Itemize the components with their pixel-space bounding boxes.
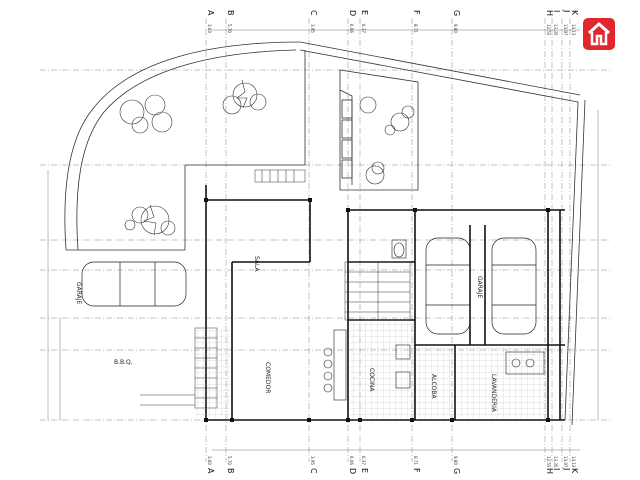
axis-dim-bottom-a: 3.60: [207, 456, 212, 465]
room-label-garaje-right: GARAJE: [476, 276, 483, 299]
trees: [119, 79, 415, 236]
axis-label-bottom-j: J: [562, 467, 571, 470]
axis-dim-top-d: 6.06: [349, 24, 354, 33]
axis-label-g: G: [452, 10, 461, 16]
tile-floors: [196, 322, 547, 418]
axis-dim-top-j: 13.97: [563, 24, 568, 36]
axis-label-b: B: [226, 10, 235, 16]
axis-label-a: A: [206, 10, 215, 16]
room-label-garaje-left: GARAJE: [75, 282, 82, 305]
axis-label-bottom-h: H: [545, 468, 554, 474]
lot-boundary: [64, 41, 586, 426]
dimension-lines: [47, 29, 599, 451]
room-label-alcoba: ALCOBA: [430, 374, 437, 399]
axis-labels-top: A 3.60 B 5.70 C 3.95 D 6.06 E 6.37 F 8.71 G 9.80 H 12.5…: [206, 9, 579, 36]
axis-label-bottom-c: C: [309, 468, 318, 474]
axis-label-e: E: [360, 10, 369, 15]
axis-label-f: F: [412, 10, 421, 15]
axis-labels-bottom: 3.60A 5.70B 3.95C 6.06D 6.37E 8.71F 9.80G 12.55…: [206, 456, 579, 474]
axis-label-d: D: [348, 10, 357, 16]
axis-label-bottom-b: B: [226, 468, 235, 474]
room-label-cocina: COCINA: [368, 368, 375, 392]
room-label-lavanderia: LAVANDERIA: [490, 374, 497, 413]
axis-dim-top-f: 8.71: [413, 24, 418, 33]
axis-dim-bottom-c: 3.95: [310, 456, 315, 465]
column-markers: [204, 198, 550, 422]
axis-dim-top-i: 13.35: [553, 24, 558, 36]
axis-label-c: C: [309, 10, 318, 16]
axis-dim-bottom-f: 8.71: [413, 456, 418, 465]
kitchen-fixtures: [323, 239, 545, 401]
axis-label-bottom-k: K: [570, 468, 579, 474]
axis-label-bottom-g: G: [452, 468, 461, 474]
axis-dim-top-a: 3.60: [207, 24, 212, 33]
house-icon: [587, 22, 611, 46]
axis-dim-bottom-h: 12.55: [546, 456, 551, 468]
axis-label-bottom-a: A: [206, 468, 215, 474]
axis-label-bottom-i: I: [552, 468, 561, 470]
axis-dim-bottom-e: 6.37: [361, 456, 366, 465]
axis-label-bottom-f: F: [412, 468, 421, 473]
courtyard: [339, 69, 419, 191]
axis-dim-top-b: 5.70: [227, 24, 232, 33]
brand-logo: [583, 18, 615, 50]
axis-label-j: J: [562, 9, 571, 12]
axis-dim-top-g: 9.80: [453, 24, 458, 33]
room-label-sala: SALA: [253, 256, 260, 273]
axis-dim-bottom-g: 9.80: [453, 456, 458, 465]
room-label-comedor: COMEDOR: [264, 362, 271, 393]
axis-dim-bottom-i: 13.35: [553, 456, 558, 468]
room-label-bbq: B.B.Q.: [114, 359, 133, 366]
axis-label-bottom-d: D: [348, 468, 357, 474]
axis-dim-top-k: 14.13: [571, 24, 576, 36]
axis-dim-top-h: 12.55: [546, 24, 551, 36]
axis-dim-top-c: 3.95: [310, 24, 315, 33]
axis-dim-bottom-d: 6.06: [349, 456, 354, 465]
axis-dim-bottom-j: 13.97: [563, 456, 568, 468]
axis-dim-top-e: 6.37: [361, 24, 366, 33]
axis-label-i: I: [552, 10, 561, 12]
axis-label-bottom-e: E: [360, 468, 369, 473]
axis-dim-bottom-k: 14.13: [571, 456, 576, 468]
axis-label-k: K: [570, 10, 579, 16]
cars: [81, 237, 537, 335]
axis-dim-bottom-b: 5.70: [227, 456, 232, 465]
axis-label-h: H: [545, 10, 554, 16]
